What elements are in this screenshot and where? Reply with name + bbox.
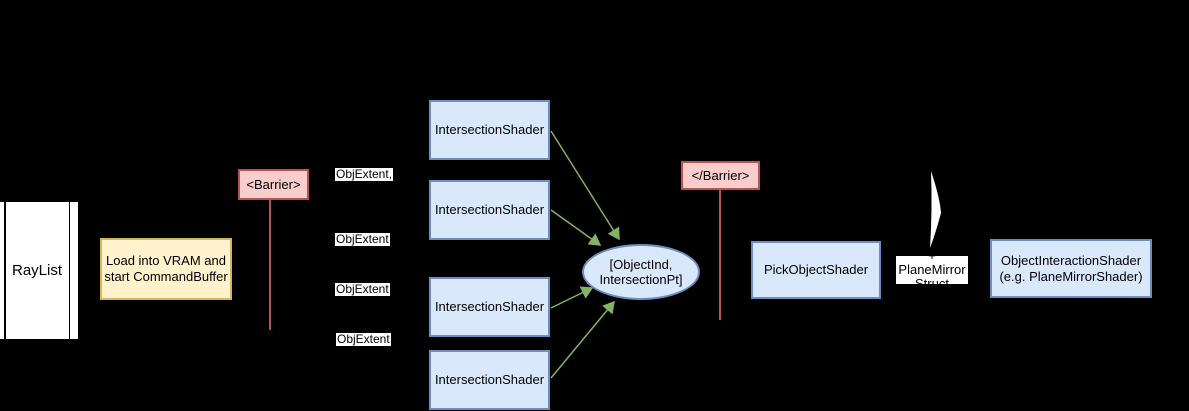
raylist-right-divider [68, 202, 70, 339]
plane-mirror-struct-label-node: + PlaneMirror Struct [896, 249, 968, 291]
obj-extent-label-2: ObjExtent [335, 232, 390, 246]
intersection-shader-label-2: IntersectionShader [434, 202, 545, 217]
arrow-shader1-to-result [550, 130, 620, 241]
raylist-left-divider [4, 202, 6, 339]
object-interaction-shader-label: ObjectInteractionShader (e.g. PlaneMirro… [999, 252, 1143, 284]
barrier-close-node: </Barrier> [681, 161, 760, 190]
barrier-open-line [269, 200, 271, 330]
raylist-node: RayList [0, 200, 80, 341]
object-interaction-shader-node: ObjectInteractionShader (e.g. PlaneMirro… [990, 239, 1152, 298]
intersection-shader-label-1: IntersectionShader [434, 122, 545, 137]
intersection-shader-node-2: IntersectionShader [429, 180, 550, 240]
white-sliver-shape [930, 171, 941, 248]
load-vram-label: Load into VRAM and start CommandBuffer [104, 253, 228, 284]
arrow-shader4-to-result [550, 300, 615, 379]
arrow-shader2-to-result [550, 209, 602, 246]
load-vram-node: Load into VRAM and start CommandBuffer [100, 238, 232, 300]
result-ellipse-label: [ObjectInd, IntersectionPt] [599, 257, 683, 287]
obj-extent-label-1: ObjExtent, [335, 167, 394, 181]
plane-mirror-struct-label: + PlaneMirror Struct [898, 248, 966, 291]
intersection-shader-node-1: IntersectionShader [429, 100, 550, 160]
intersection-shader-label-3: IntersectionShader [434, 299, 545, 314]
intersection-shader-label-4: IntersectionShader [434, 372, 545, 387]
barrier-open-label: <Barrier> [246, 176, 301, 192]
barrier-open-node: <Barrier> [238, 169, 309, 200]
pick-object-shader-label: PickObjectShader [763, 262, 869, 277]
pick-object-shader-node: PickObjectShader [751, 241, 881, 299]
result-ellipse-node: [ObjectInd, IntersectionPt] [582, 244, 700, 300]
raylist-label: RayList [11, 261, 63, 279]
obj-extent-label-3: ObjExtent [335, 282, 390, 296]
barrier-close-label: </Barrier> [691, 167, 750, 183]
intersection-shader-node-4: IntersectionShader [429, 350, 550, 410]
intersection-shader-node-3: IntersectionShader [429, 277, 550, 337]
obj-extent-label-4: ObjExtent [336, 332, 391, 346]
arrow-shader3-to-result [550, 286, 594, 309]
barrier-close-line [719, 190, 721, 320]
